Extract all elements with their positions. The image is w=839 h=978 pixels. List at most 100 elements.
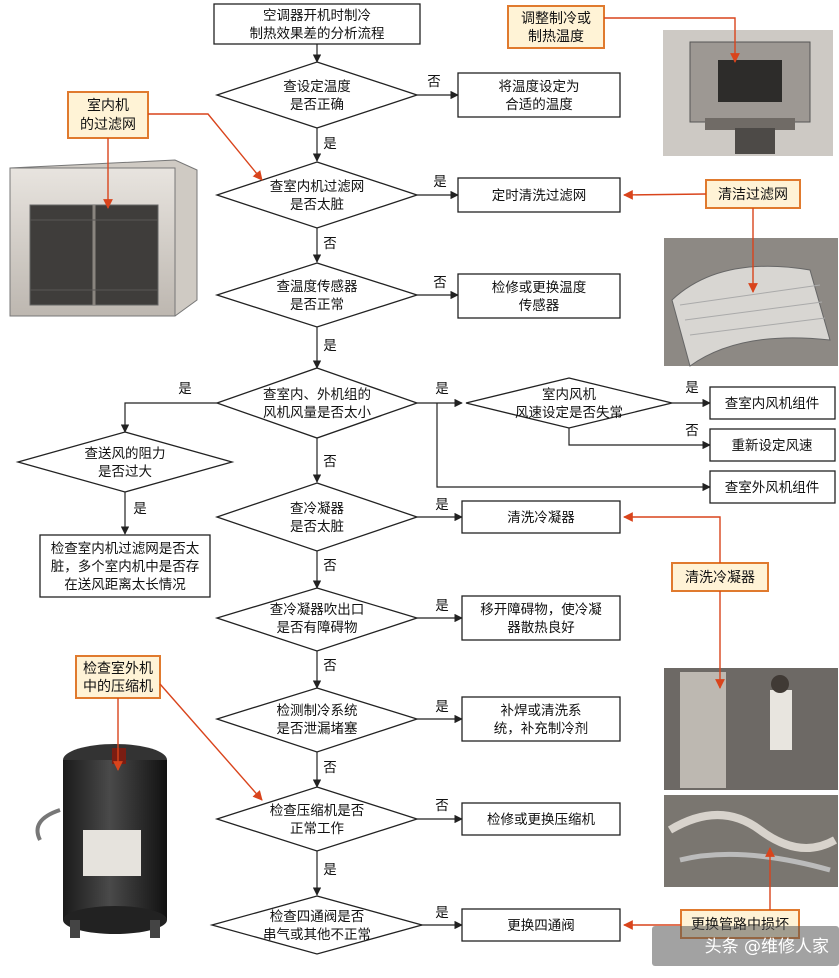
indoor-unit-photo [9, 159, 198, 317]
action-a3: 检修或更换温度 传感器 [457, 273, 621, 319]
label-yes-d9: 是 [435, 905, 449, 921]
watermark-text: 头条 @维修人家 [705, 937, 829, 957]
label-no-d4: 否 [323, 454, 337, 470]
action-a1: 将温度设定为 合适的温度 [457, 72, 621, 118]
svg-text:查设定温度: 查设定温度 [283, 79, 351, 95]
pipe-repair-photo [664, 795, 838, 887]
label-no-d1: 否 [427, 74, 441, 90]
action-a2: 定时清洗过滤网 [457, 177, 621, 213]
filter-cleaning-photo [664, 238, 838, 367]
decision-d8: 检查压缩机是否 正常工作 [214, 786, 420, 852]
svg-text:是否过大: 是否过大 [98, 464, 152, 480]
svg-text:合适的温度: 合适的温度 [505, 97, 573, 113]
decision-d7: 检测制冷系统 是否泄漏堵塞 [214, 687, 420, 753]
start-title-line2: 制热效果差的分析流程 [250, 26, 385, 42]
branch-labels: 否 是 是 否 否 是 是 是 否 是 否 是 是 否 是 否 是 否 否 是 … [133, 74, 699, 921]
label-yes-d3: 是 [323, 338, 337, 354]
svg-text:清洁过滤网: 清洁过滤网 [718, 187, 788, 203]
label-no-d3: 否 [433, 275, 447, 291]
label-yes-right-d4: 是 [435, 381, 449, 397]
watermark: 头条 @维修人家 [652, 926, 839, 966]
label-yes-left-d4: 是 [178, 381, 192, 397]
label-no-d6: 否 [323, 658, 337, 674]
svg-text:清洗冷凝器: 清洗冷凝器 [507, 510, 575, 526]
svg-text:查室内机过滤网: 查室内机过滤网 [270, 178, 365, 195]
action-a4c: 查室外风机组件 [709, 470, 836, 504]
action-a7: 补焊或清洗系 统，补充制冷剂 [461, 696, 621, 742]
condenser-cleaning-photo [664, 668, 838, 790]
svg-text:检修或更换温度: 检修或更换温度 [492, 280, 587, 296]
svg-text:统，补充制冷剂: 统，补充制冷剂 [494, 721, 589, 737]
svg-text:清洗冷凝器: 清洗冷凝器 [685, 570, 755, 586]
decision-d2: 查室内机过滤网 是否太脏 [214, 161, 420, 229]
svg-text:在送风距离太长情况: 在送风距离太长情况 [64, 576, 186, 593]
action-a5: 清洗冷凝器 [461, 500, 621, 534]
callout-c1: 调整制冷或 制热温度 [507, 5, 740, 63]
label-no-d4b: 否 [685, 423, 699, 439]
action-a6: 移开障碍物，使冷凝 器散热良好 [461, 595, 621, 641]
svg-text:查室内、外机组的: 查室内、外机组的 [263, 386, 371, 403]
svg-text:中的压缩机: 中的压缩机 [83, 679, 153, 695]
label-yes-d2: 是 [433, 174, 447, 190]
svg-text:检查室外机: 检查室外机 [83, 660, 153, 677]
svg-text:检测制冷系统: 检测制冷系统 [277, 703, 358, 719]
svg-text:室内风机: 室内风机 [542, 386, 596, 403]
label-no-d5: 否 [323, 558, 337, 574]
svg-text:是否有障碍物: 是否有障碍物 [277, 620, 358, 636]
svg-text:查室内风机组件: 查室内风机组件 [725, 395, 820, 412]
decision-d6: 查冷凝器吹出口 是否有障碍物 [214, 587, 420, 652]
svg-text:串气或其他不正常: 串气或其他不正常 [263, 927, 371, 943]
decision-d4: 查室内、外机组的 风机风量是否太小 [215, 367, 419, 439]
callout-c5: 检查室外机 中的压缩机 [75, 655, 263, 801]
svg-text:风速设定是否失常: 风速设定是否失常 [515, 405, 623, 421]
svg-text:重新设定风速: 重新设定风速 [732, 438, 813, 454]
start-box: 空调器开机时制冷 制热效果差的分析流程 [213, 3, 421, 45]
svg-text:调整制冷或: 调整制冷或 [521, 11, 591, 27]
svg-text:移开障碍物，使冷凝: 移开障碍物，使冷凝 [480, 601, 602, 618]
svg-text:的过滤网: 的过滤网 [80, 117, 136, 133]
svg-text:室内机: 室内机 [87, 97, 129, 114]
callout-c4: 清洗冷凝器 [623, 512, 769, 689]
svg-text:脏，多个室内机中是否存: 脏，多个室内机中是否存 [51, 558, 200, 575]
decision-d5: 查冷凝器 是否太脏 [214, 482, 420, 552]
thermostat-photo [663, 30, 833, 156]
svg-text:查温度传感器: 查温度传感器 [277, 278, 358, 295]
svg-text:风机风量是否太小: 风机风量是否太小 [263, 405, 371, 421]
svg-text:是否正确: 是否正确 [290, 97, 344, 113]
svg-text:检查四通阀是否: 检查四通阀是否 [270, 909, 365, 925]
decision-d9: 检查四通阀是否 串气或其他不正常 [209, 895, 425, 955]
action-a8: 检修或更换压缩机 [461, 802, 621, 836]
connectors [120, 44, 711, 930]
decision-d1: 查设定温度 是否正确 [214, 61, 420, 129]
svg-text:是否正常: 是否正常 [290, 297, 344, 313]
svg-text:查送风的阻力: 查送风的阻力 [85, 446, 166, 462]
svg-text:器散热良好: 器散热良好 [507, 620, 575, 636]
label-yes-dl: 是 [133, 501, 147, 517]
label-no-d8: 否 [435, 798, 449, 814]
decision-d4b: 室内风机 风速设定是否失常 [465, 377, 673, 429]
label-yes-d7: 是 [435, 699, 449, 715]
svg-text:传感器: 传感器 [519, 297, 560, 314]
label-yes-d1: 是 [323, 136, 337, 152]
callout-c3: 清洁过滤网 [623, 179, 801, 293]
svg-text:检查室内机过滤网是否太: 检查室内机过滤网是否太 [51, 540, 200, 557]
svg-text:正常工作: 正常工作 [290, 821, 344, 837]
svg-text:将温度设定为: 将温度设定为 [499, 79, 580, 95]
svg-text:查冷凝器吹出口: 查冷凝器吹出口 [270, 602, 365, 618]
compressor-photo [35, 744, 167, 938]
label-yes-d6: 是 [435, 598, 449, 614]
svg-text:是否太脏: 是否太脏 [290, 519, 344, 535]
action-a4b: 重新设定风速 [709, 428, 836, 462]
action-al: 检查室内机过滤网是否太 脏，多个室内机中是否存 在送风距离太长情况 [39, 534, 211, 598]
label-yes-d8: 是 [323, 862, 337, 878]
callout-c2: 室内机 的过滤网 [67, 91, 263, 209]
decision-d3: 查温度传感器 是否正常 [214, 262, 420, 328]
svg-text:查室外风机组件: 查室外风机组件 [725, 479, 820, 496]
svg-text:制热温度: 制热温度 [528, 29, 584, 45]
label-yes-d4b: 是 [685, 380, 699, 396]
svg-text:是否太脏: 是否太脏 [290, 197, 344, 213]
decision-dl: 查送风的阻力 是否过大 [15, 431, 235, 493]
svg-text:是否泄漏堵塞: 是否泄漏堵塞 [277, 720, 358, 737]
action-a9: 更换四通阀 [461, 908, 621, 942]
svg-text:查冷凝器: 查冷凝器 [290, 501, 344, 517]
